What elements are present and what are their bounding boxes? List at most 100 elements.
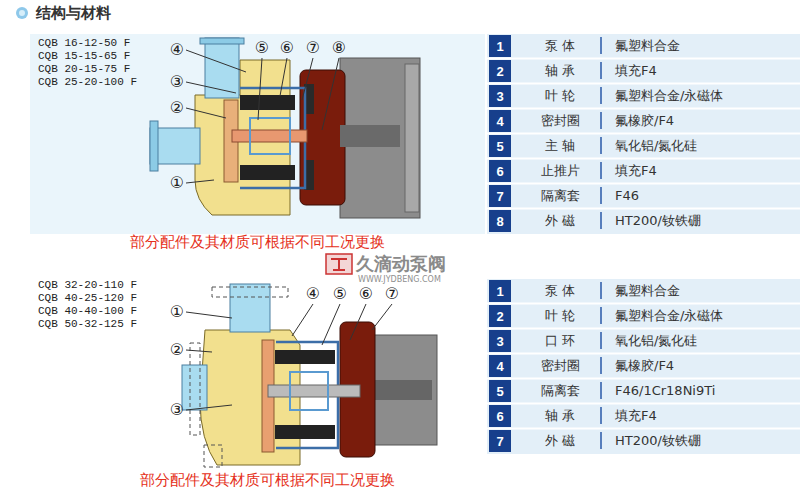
panel-ground — [30, 34, 485, 234]
row-number: 4 — [496, 114, 503, 129]
row-number: 6 — [496, 409, 503, 424]
part-material: 氧化铝/氮化硅 — [615, 333, 697, 349]
row-number-box: 7 — [489, 430, 511, 452]
callout-number: ④ — [302, 285, 324, 303]
row-number-box: 4 — [489, 355, 511, 377]
leader-line — [186, 50, 339, 183]
row-number-box: 5 — [489, 135, 511, 157]
part-name: 叶 轮 — [525, 308, 595, 324]
row-number-box: 5 — [489, 380, 511, 402]
callout-number: ③ — [166, 73, 188, 91]
row-number: 1 — [496, 284, 503, 299]
row-number: 2 — [496, 64, 503, 79]
row-number: 5 — [496, 384, 503, 399]
row-number: 3 — [496, 334, 503, 349]
title-bullet — [16, 7, 28, 19]
part-name: 泵 体 — [525, 38, 595, 54]
part-name: 口 环 — [525, 333, 595, 349]
callout-number: ⑤ — [329, 285, 351, 303]
row-number-box: 6 — [489, 160, 511, 182]
callout-number: ⑤ — [251, 39, 273, 57]
part-name: 外 磁 — [525, 433, 595, 449]
row-number-box: 1 — [489, 280, 511, 302]
note-text: 部分配件及其材质可根据不同工况更换 — [130, 233, 385, 251]
callout-number: ⑦ — [302, 39, 324, 57]
callout-number: ⑥ — [355, 285, 377, 303]
row-number-box: 7 — [489, 185, 511, 207]
row-number-box: 2 — [489, 305, 511, 327]
model-number: CQB 16-12-50 F — [38, 37, 130, 50]
callout-number: ③ — [166, 401, 188, 419]
part-material: 氟塑料合金 — [615, 283, 680, 299]
leader-line — [186, 304, 392, 410]
row-number-box: 2 — [489, 60, 511, 82]
row-number: 8 — [496, 214, 503, 229]
section-title: 结构与材料 — [36, 3, 111, 23]
part-name: 叶 轮 — [525, 88, 595, 104]
part-name: 主 轴 — [525, 138, 595, 154]
part-material: 氟塑料合金/永磁体 — [615, 88, 723, 104]
part-name: 泵 体 — [525, 283, 595, 299]
row-number: 2 — [496, 309, 503, 324]
row-number-box: 3 — [489, 85, 511, 107]
model-number: CQB 20-15-75 F — [38, 63, 130, 76]
part-material: HT200/钕铁硼 — [615, 433, 701, 449]
row-number: 1 — [496, 39, 503, 54]
part-name: 密封圈 — [525, 113, 595, 129]
part-name: 隔离套 — [525, 188, 595, 204]
row-number: 7 — [496, 189, 503, 204]
watermark-text: 久滴动泵阀 — [356, 254, 446, 274]
part-material: 氟塑料合金 — [615, 38, 680, 54]
part-name: 轴 承 — [525, 408, 595, 424]
model-number: CQB 25-20-100 F — [38, 76, 137, 89]
part-name: 密封圈 — [525, 358, 595, 374]
row-number-box: 8 — [489, 210, 511, 232]
row-number-box: 4 — [489, 110, 511, 132]
row-number-box: 6 — [489, 405, 511, 427]
part-material: 填充F4 — [615, 163, 657, 179]
model-number: CQB 40-40-100 F — [38, 305, 137, 318]
part-name: 轴 承 — [525, 63, 595, 79]
row-number: 3 — [496, 89, 503, 104]
part-name: 止推片 — [525, 163, 595, 179]
model-number: CQB 40-25-120 F — [38, 292, 137, 305]
callout-number: ⑥ — [276, 39, 298, 57]
model-number: CQB 32-20-110 F — [38, 279, 137, 292]
part-material: F46/1Cr18Ni9Ti — [615, 383, 715, 399]
callout-number: ⑧ — [328, 39, 350, 57]
callout-number: ② — [166, 99, 188, 117]
model-number: CQB 15-15-65 F — [38, 50, 130, 63]
callout-number: ② — [166, 341, 188, 359]
watermark-logo — [326, 254, 352, 274]
row-number: 7 — [496, 434, 503, 449]
callout-number: ① — [166, 303, 188, 321]
part-name: 外 磁 — [525, 213, 595, 229]
pump-drawing — [182, 284, 437, 467]
callout-number: ④ — [166, 41, 188, 59]
row-number: 4 — [496, 359, 503, 374]
row-number: 6 — [496, 164, 503, 179]
row-number: 5 — [496, 139, 503, 154]
pump-drawing — [150, 38, 420, 218]
part-material: 填充F4 — [615, 408, 657, 424]
part-material: 氟橡胶/F4 — [615, 358, 674, 374]
part-material: 填充F4 — [615, 63, 657, 79]
table-band — [487, 279, 800, 454]
watermark-url: WWW.JYDBENG.COM — [358, 275, 441, 285]
callout-number: ⑦ — [381, 285, 403, 303]
callout-number: ① — [166, 174, 188, 192]
part-material: 氟橡胶/F4 — [615, 113, 674, 129]
note-text: 部分配件及其材质可根据不同工况更换 — [140, 471, 395, 489]
part-material: 氟塑料合金/永磁体 — [615, 308, 723, 324]
row-number-box: 3 — [489, 330, 511, 352]
table-band — [487, 34, 800, 234]
part-material: HT200/钕铁硼 — [615, 213, 701, 229]
model-number: CQB 50-32-125 F — [38, 318, 137, 331]
part-material: F46 — [615, 188, 639, 204]
row-number-box: 1 — [489, 35, 511, 57]
part-material: 氧化铝/氮化硅 — [615, 138, 697, 154]
title-bullet — [19, 10, 25, 16]
part-name: 隔离套 — [525, 383, 595, 399]
